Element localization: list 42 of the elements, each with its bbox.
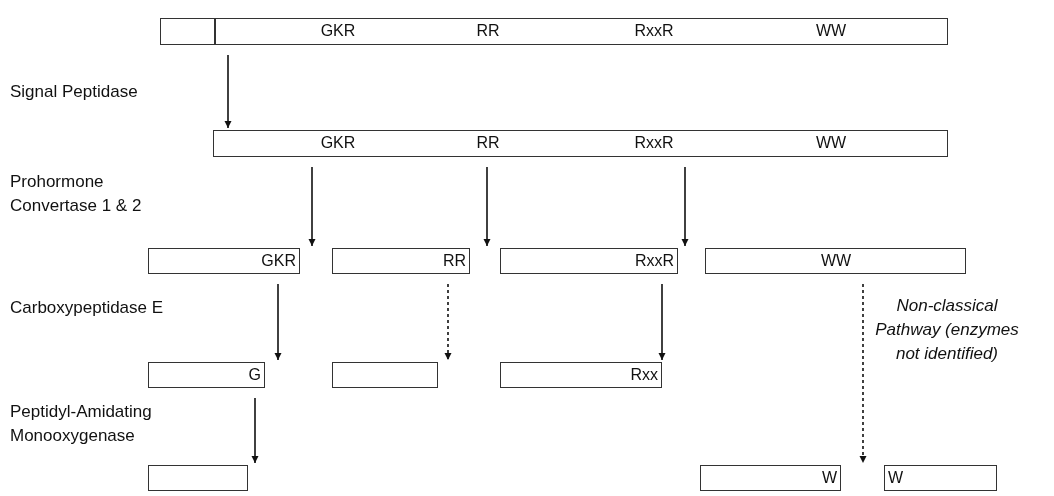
cleavage-site-label: GKR xyxy=(320,133,356,153)
cleavage-site-label: GKR xyxy=(261,251,296,271)
cleavage-site-label: RxxR xyxy=(634,133,674,153)
arrow xyxy=(444,283,452,361)
cleavage-site-label: RxxR xyxy=(634,21,674,41)
cleavage-site-label: GKR xyxy=(320,21,356,41)
arrow xyxy=(274,283,282,361)
peptide-bar xyxy=(148,248,300,274)
peptide-bar xyxy=(213,130,948,157)
cleavage-site-label: WW xyxy=(815,133,847,153)
arrow xyxy=(681,166,689,247)
enzyme-label: Peptidyl-Amidating Monooxygenase xyxy=(10,401,153,447)
enzyme-label: Prohormone Convertase 1 & 2 xyxy=(10,171,143,217)
cleavage-site-label: RR xyxy=(476,133,500,153)
cleavage-site-label: RxxR xyxy=(634,251,674,271)
arrow xyxy=(859,283,867,464)
peptide-bar xyxy=(700,465,841,491)
cleavage-site-label: WW xyxy=(815,21,847,41)
peptide-bar xyxy=(705,248,966,274)
pathway-note: Non-classical Pathway (enzymes not identified) xyxy=(874,295,1020,365)
cleavage-site-label: RR xyxy=(442,251,466,271)
cleavage-site-label: Rxx xyxy=(630,365,658,385)
cleavage-site-label: W xyxy=(821,468,837,488)
arrow xyxy=(658,283,666,361)
arrow xyxy=(251,397,259,464)
cleavage-site-label: WW xyxy=(820,251,852,271)
arrow xyxy=(224,54,232,129)
peptide-bar xyxy=(160,18,948,45)
cleavage-site-label: W xyxy=(888,468,904,488)
arrow xyxy=(308,166,316,247)
peptide-bar xyxy=(500,362,662,388)
peptide-bar xyxy=(148,362,265,388)
arrow xyxy=(483,166,491,247)
peptide-bar xyxy=(332,362,438,388)
peptide-bar xyxy=(884,465,997,491)
enzyme-label: Carboxypeptidase E xyxy=(10,297,165,319)
enzyme-label: Signal Peptidase xyxy=(10,81,139,103)
cleavage-site-label: RR xyxy=(476,21,500,41)
peptide-bar xyxy=(148,465,248,491)
peptide-bar xyxy=(332,248,470,274)
cleavage-site-label: G xyxy=(248,365,261,385)
peptide-bar xyxy=(500,248,678,274)
